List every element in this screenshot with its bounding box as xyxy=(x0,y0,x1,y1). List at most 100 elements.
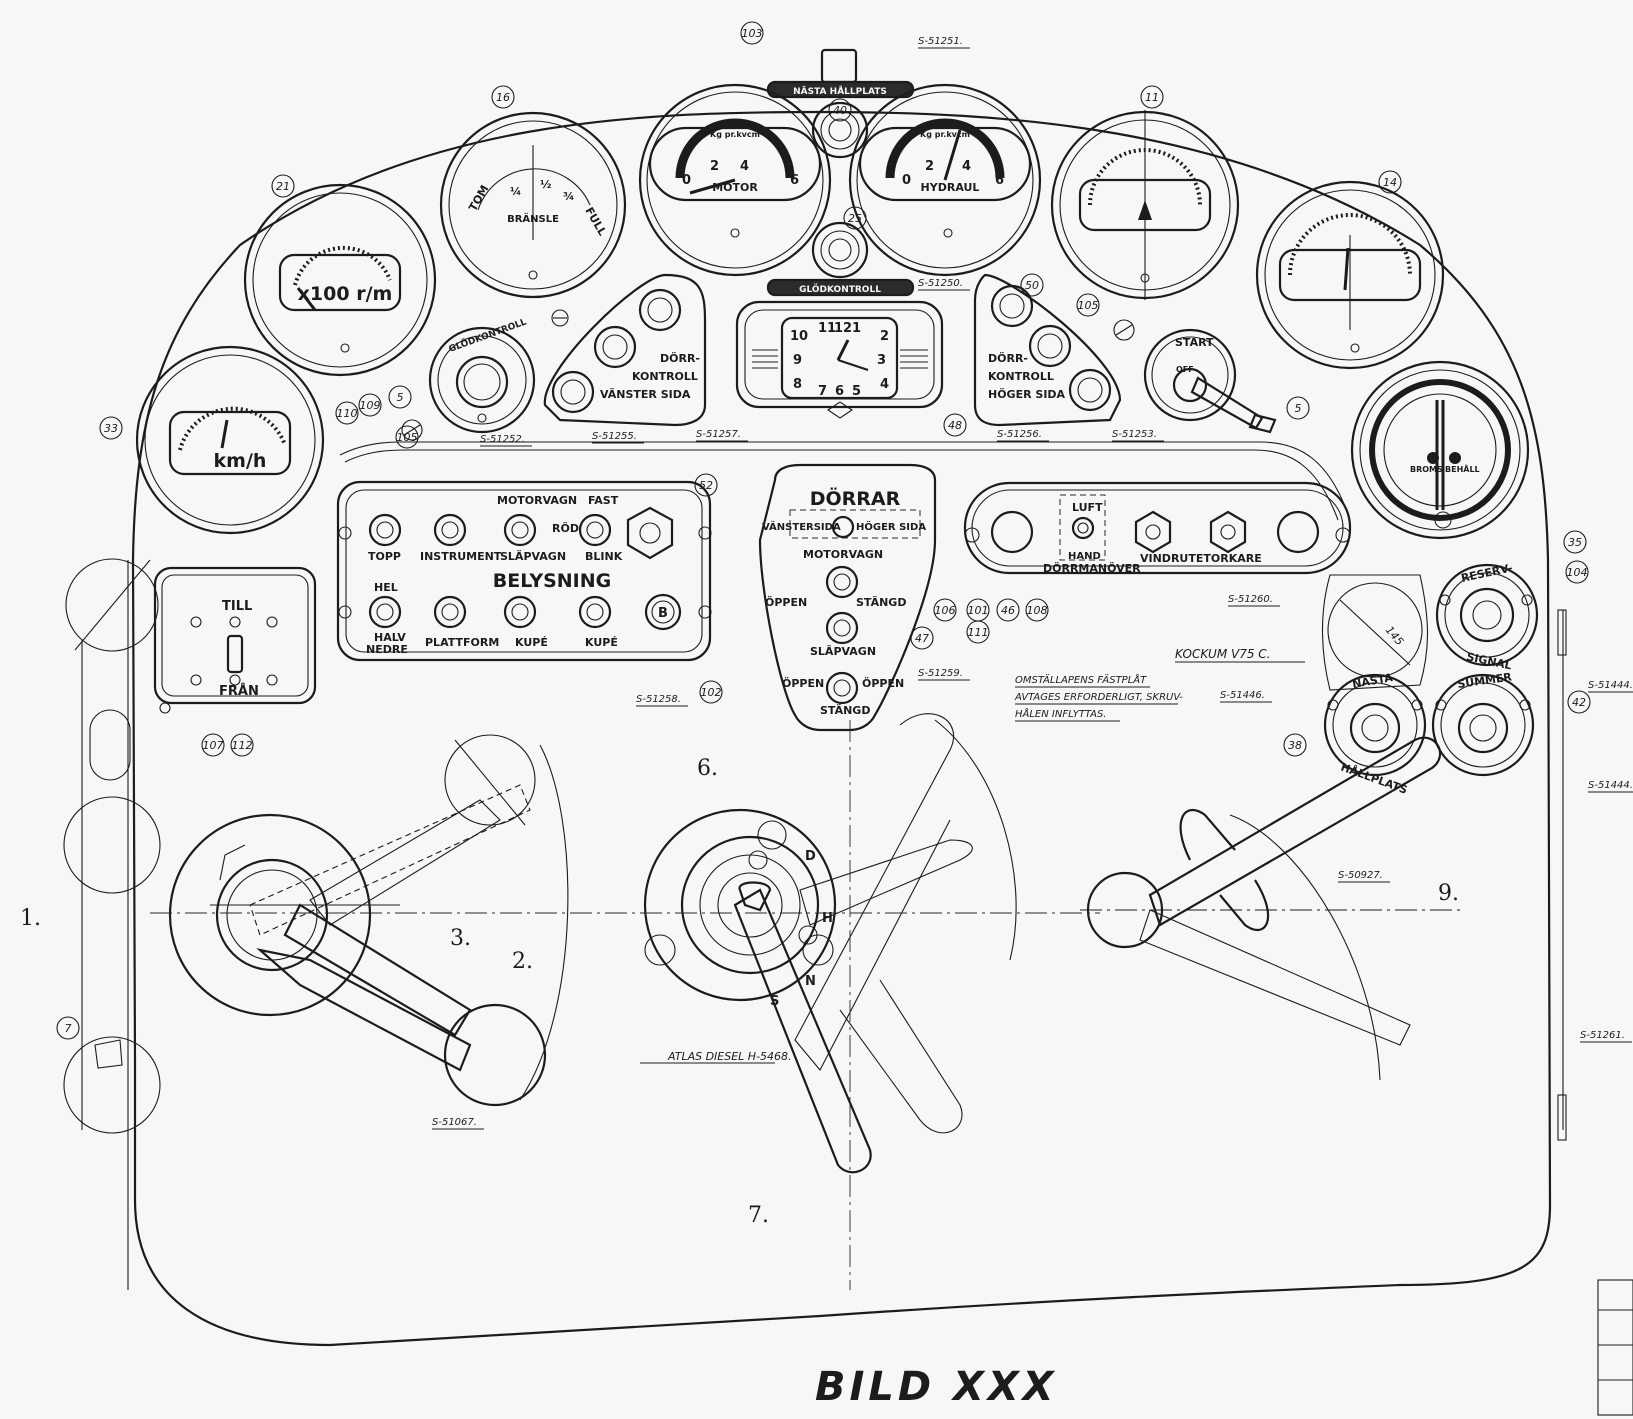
svg-text:½: ½ xyxy=(540,178,551,191)
svg-text:TILL: TILL xyxy=(222,599,252,614)
drawing-reference: S-51255. xyxy=(592,431,637,442)
svg-text:TOM: TOM xyxy=(466,183,491,214)
callout-balloon: 103 xyxy=(740,21,764,45)
svg-text:DÖRR-: DÖRR- xyxy=(660,351,700,365)
svg-text:OFF: OFF xyxy=(1176,365,1194,374)
svg-text:FRÅN: FRÅN xyxy=(219,683,259,699)
title-block xyxy=(1597,1279,1633,1416)
svg-text:6: 6 xyxy=(835,384,844,399)
callout-balloon-number: 112 xyxy=(232,739,253,752)
svg-text:GLÖDKONTROLL: GLÖDKONTROLL xyxy=(447,316,528,354)
drawing-reference: S-51257. xyxy=(696,429,741,440)
part-number: 7. xyxy=(748,1203,769,1228)
glodkontroll-plate xyxy=(766,278,915,297)
callout-balloon: 38 xyxy=(1283,733,1307,757)
callout-balloon: 33 xyxy=(99,416,123,440)
callout-balloon-number: 46 xyxy=(1001,604,1015,617)
svg-text:SLÄPVAGN: SLÄPVAGN xyxy=(810,644,876,658)
callout-balloon: 105 xyxy=(395,425,419,449)
svg-text:¾: ¾ xyxy=(563,190,574,203)
svg-text:¼: ¼ xyxy=(510,185,521,198)
drawing-reference: S-51252. xyxy=(480,434,525,445)
gauge-ammeter xyxy=(1050,110,1240,300)
callout-balloon-number: 104 xyxy=(1567,566,1588,579)
callout-balloon-number: 110 xyxy=(337,407,358,420)
svg-text:INSTRUMENT: INSTRUMENT xyxy=(420,550,502,563)
svg-text:B: B xyxy=(658,606,668,621)
svg-text:H: H xyxy=(822,911,833,926)
svg-text:START: START xyxy=(1175,336,1214,349)
callout-balloon: 102 xyxy=(699,680,723,704)
callout-balloon: 101 xyxy=(966,598,990,622)
callout-balloon: 46 xyxy=(996,598,1020,622)
drawing-reference: S-51256. xyxy=(997,429,1042,440)
nasta-hallplats-button: NÄSTA HÅLLPLATS xyxy=(1323,670,1427,797)
hex-switch-52 xyxy=(626,506,674,560)
callout-balloon: 52 xyxy=(694,473,718,497)
svg-text:VÄNSTERSIDA: VÄNSTERSIDA xyxy=(762,519,841,533)
svg-text:MOTOR: MOTOR xyxy=(712,181,758,194)
callout-balloon: 42 xyxy=(1567,690,1591,714)
right-hinge-top xyxy=(1557,609,1567,656)
gauge-fuel: TOM ¼ ½ ¾ FULL BRÄNSLE xyxy=(439,111,627,299)
callout-balloon: 11 xyxy=(1140,85,1164,109)
callout-balloon-number: 111 xyxy=(968,626,989,639)
part-number: 6. xyxy=(697,756,718,781)
part-number: 9. xyxy=(1438,881,1459,906)
brake-controller-left xyxy=(168,734,569,1107)
callout-balloon-number: 35 xyxy=(1568,536,1582,549)
svg-text:SLÄPVAGN: SLÄPVAGN xyxy=(500,549,566,563)
reserv-signal-button: RESERV- SIGNAL xyxy=(1435,561,1539,672)
drawing-reference: S-51260. xyxy=(1228,594,1273,605)
atlas-label: ATLAS DIESEL H-5468. xyxy=(667,1050,792,1063)
callout-balloon: 106 xyxy=(933,598,957,622)
svg-text:KONTROLL: KONTROLL xyxy=(632,370,698,383)
svg-text:7: 7 xyxy=(818,384,827,399)
drawing-reference: S-51444. xyxy=(1588,780,1633,791)
callout-balloon: 47 xyxy=(910,626,934,650)
callout-balloon-number: 5 xyxy=(1295,402,1302,415)
svg-text:Kg pr.kvcm: Kg pr.kvcm xyxy=(920,130,970,139)
callout-balloon-number: 102 xyxy=(701,686,722,699)
drawing-reference: S-51444. xyxy=(1588,680,1633,691)
drawing-reference: S-51446. xyxy=(1220,690,1265,701)
svg-text:6: 6 xyxy=(995,173,1004,188)
svg-text:SIGNAL: SIGNAL xyxy=(1465,650,1512,672)
main-switch-till-fran: TILL FRÅN xyxy=(153,566,317,714)
svg-text:D: D xyxy=(805,849,816,864)
callout-balloon: 48 xyxy=(943,413,967,437)
callout-balloon: 112 xyxy=(230,733,254,757)
callout-balloon-number: 105 xyxy=(397,431,418,444)
svg-text:10: 10 xyxy=(790,329,808,344)
svg-text:5: 5 xyxy=(852,384,861,399)
callout-balloon-number: 52 xyxy=(699,479,713,492)
callout-balloon-number: 103 xyxy=(742,27,763,40)
callout-balloon-number: 106 xyxy=(935,604,956,617)
callout-balloon-number: 7 xyxy=(65,1022,72,1035)
svg-text:3: 3 xyxy=(877,353,886,368)
omst-note-2: AVTAGES ERFORDERLIGT, SKRUV- xyxy=(1014,692,1183,703)
svg-text:HAND: HAND xyxy=(1068,551,1101,562)
svg-text:ÖPPEN: ÖPPEN xyxy=(862,676,904,690)
svg-text:BELYSNING: BELYSNING xyxy=(493,570,612,592)
gauge-motor-pressure: Kg pr.kvcm 0 2 4 6 MOTOR xyxy=(638,83,832,277)
svg-text:1: 1 xyxy=(852,321,861,336)
svg-text:SUMMER: SUMMER xyxy=(1457,670,1514,691)
callout-balloon: 111 xyxy=(966,620,990,644)
drawing-reference: S-51261. xyxy=(1580,1030,1625,1041)
svg-text:LUFT: LUFT xyxy=(1072,501,1103,514)
callout-balloon-number: 47 xyxy=(915,632,929,645)
omst-note-3: HÅLEN INFLYTTAS. xyxy=(1015,707,1106,720)
screws-top xyxy=(401,309,1135,441)
svg-text:N: N xyxy=(805,974,816,989)
drawing-reference: S-51258. xyxy=(636,694,681,705)
svg-text:MOTORVAGN: MOTORVAGN xyxy=(803,548,883,561)
callout-balloon-number: 42 xyxy=(1572,696,1586,709)
callout-balloon-number: 107 xyxy=(203,739,224,752)
omst-note-1: OMSTÄLLAPENS FÄSTPLÅT xyxy=(1015,673,1147,686)
svg-text:km/h: km/h xyxy=(214,450,267,472)
callout-balloon-number: 16 xyxy=(496,91,510,104)
svg-text:TOPP: TOPP xyxy=(368,550,401,563)
